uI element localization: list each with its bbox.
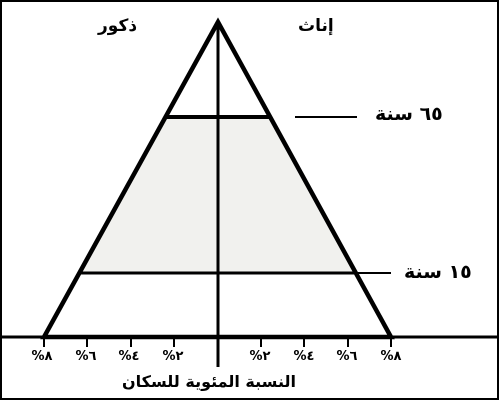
axis-title: النسبة المئوية للسكان — [122, 372, 296, 391]
tick-label: %٢ — [162, 349, 184, 364]
age-65-label: ٦٥ سنة — [375, 103, 443, 125]
males-label: ذكور — [98, 16, 138, 36]
tick-label: %٢ — [249, 349, 271, 364]
tick-label: %٤ — [118, 349, 140, 364]
tick-label: %٦ — [75, 349, 97, 364]
tick-label: %٤ — [293, 349, 315, 364]
females-label: إناث — [298, 16, 334, 36]
tick-label: %٨ — [31, 349, 53, 364]
tick-label: %٨ — [380, 349, 402, 364]
tick-label: %٦ — [336, 349, 358, 364]
tick-label: ٠ — [214, 349, 222, 364]
age-15-label: ١٥ سنة — [404, 261, 472, 283]
